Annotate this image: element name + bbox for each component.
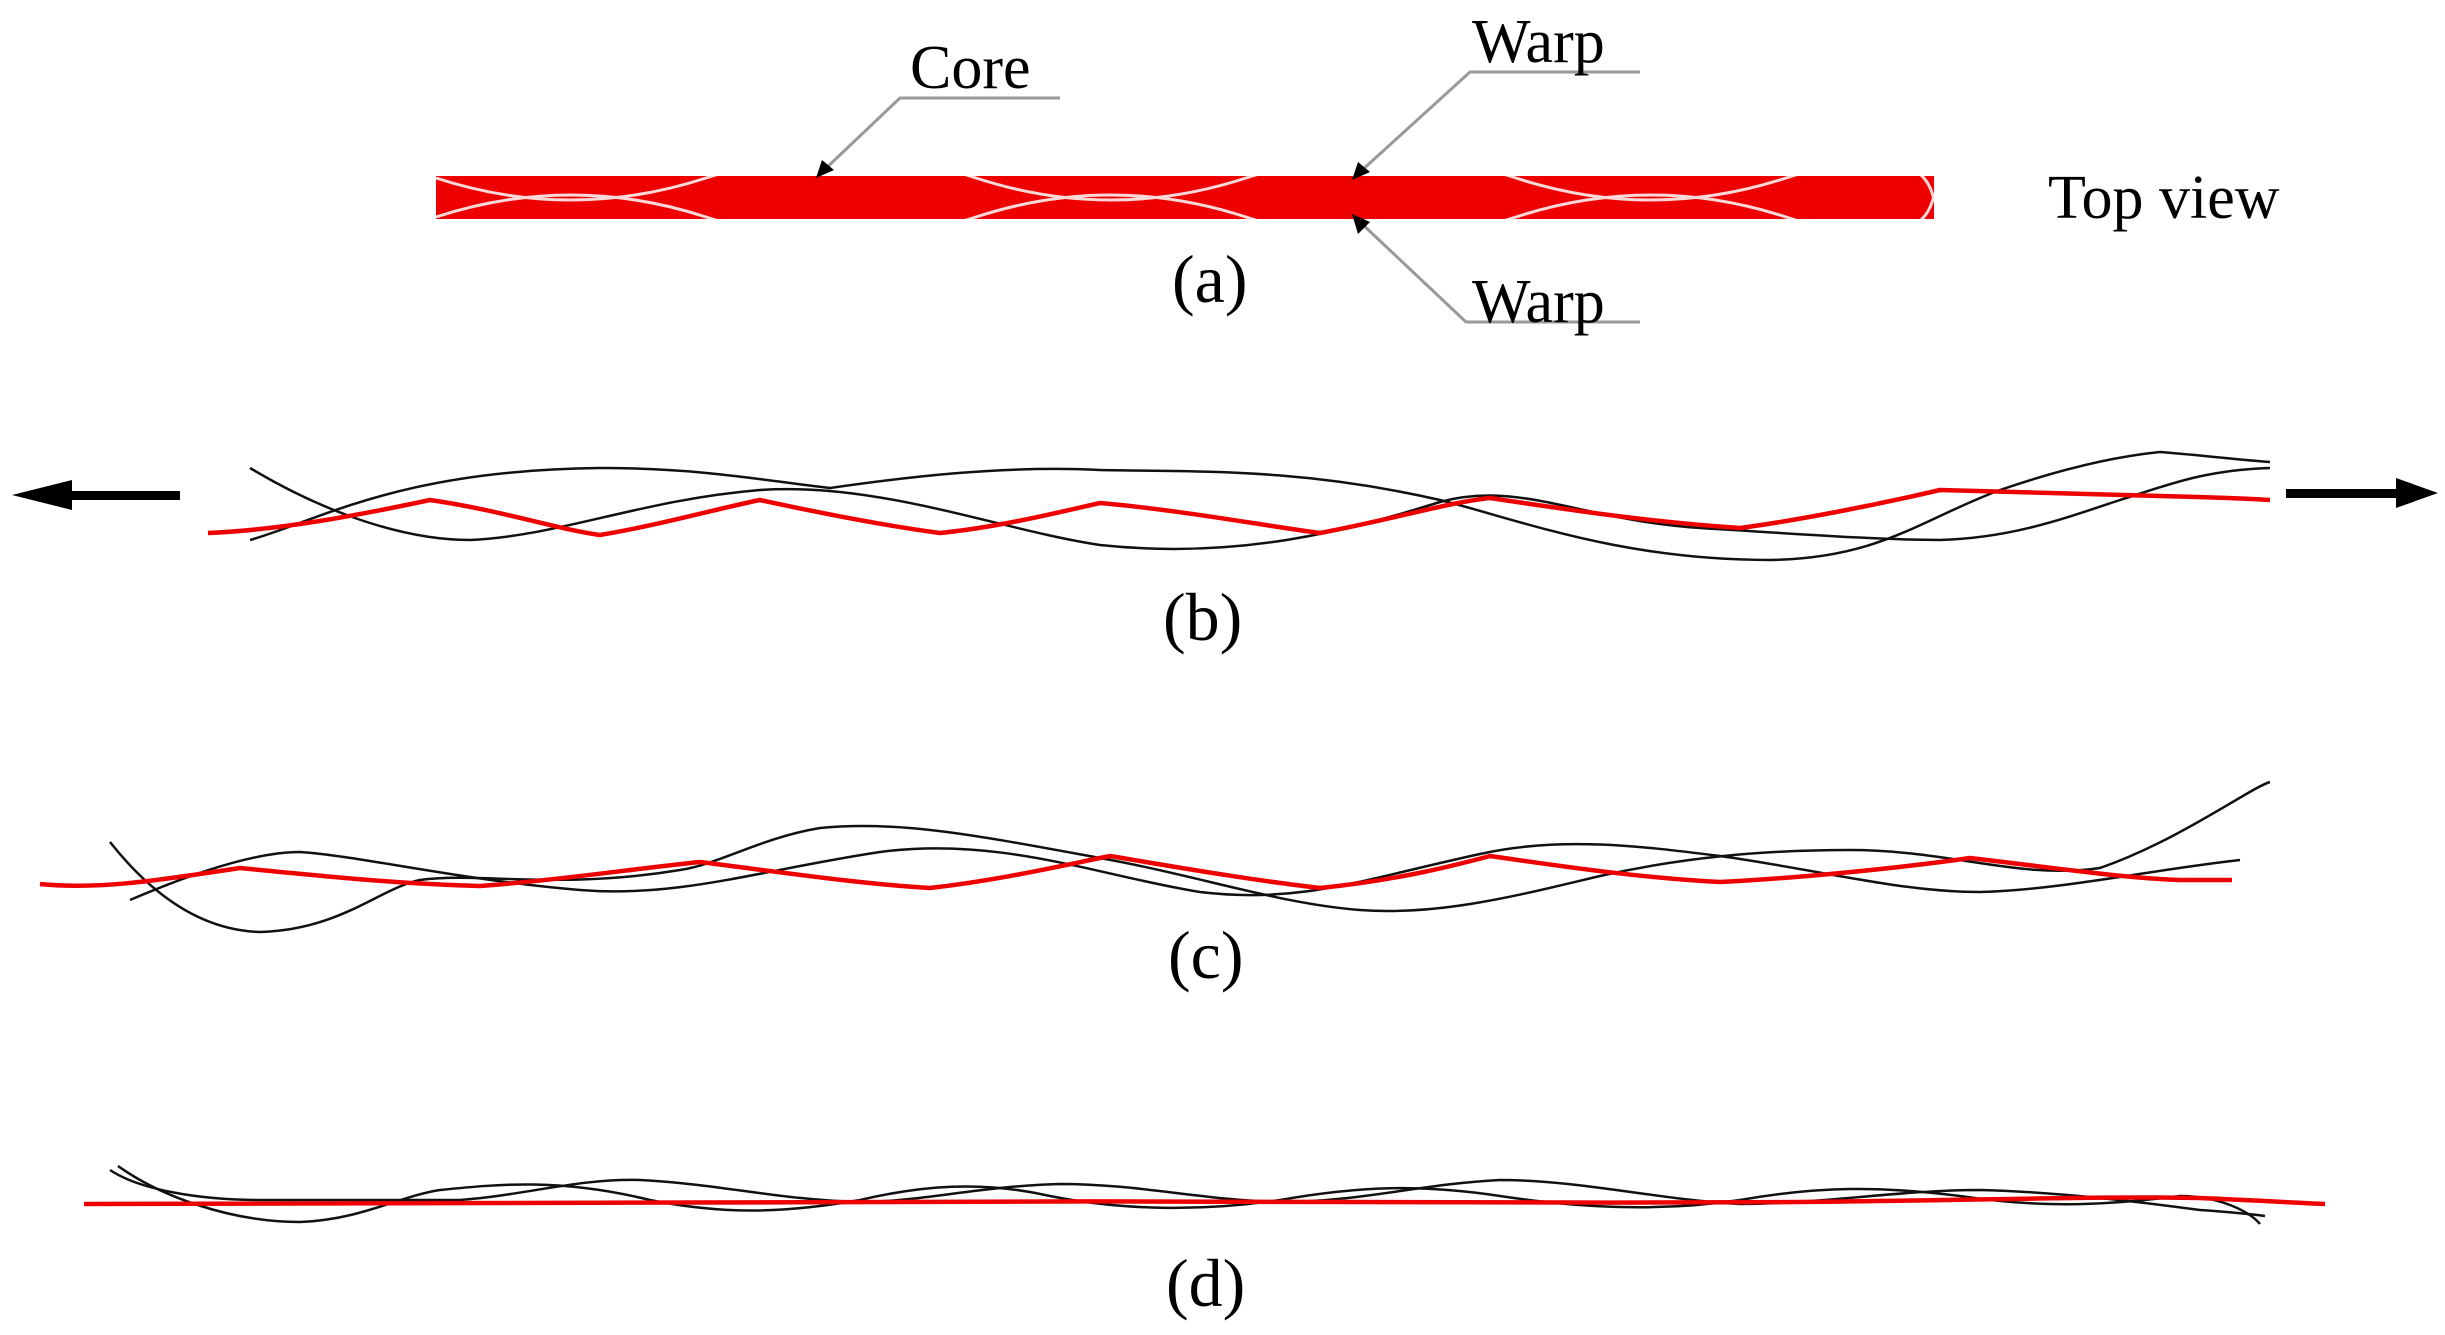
warp-wave-2	[435, 193, 1936, 241]
panel-d: (d)	[83, 1164, 2326, 1321]
warp-top-label: Warp	[1472, 8, 1605, 76]
right-arrow-icon	[2396, 478, 2438, 508]
warp-top-leader-line	[1358, 70, 1640, 174]
warp-top-arrowhead	[1352, 162, 1370, 180]
top-view-label: Top view	[2048, 164, 2280, 232]
panel-d-caption: (d)	[1166, 1245, 1245, 1321]
core-strip	[436, 176, 1934, 219]
panel-b: (b)	[12, 450, 2438, 655]
warp-bottom-leader-line	[1358, 220, 1640, 324]
panel-a: Core Warp Warp Top view (a)	[435, 8, 2280, 336]
panel-a-caption: (a)	[1172, 241, 1247, 317]
warp-wave-1	[435, 154, 1936, 202]
core-label: Core	[910, 34, 1031, 102]
left-arrow-icon	[12, 480, 72, 510]
panel-c: (c)	[39, 780, 2271, 993]
panel-b-caption: (b)	[1163, 579, 1242, 655]
core-yarn-c	[39, 853, 2232, 891]
warp-crossings-top-view	[435, 154, 1936, 241]
warp-yarn-5	[117, 1164, 2261, 1225]
core-yarn-d	[83, 1195, 2326, 1207]
warp-bottom-label: Warp	[1472, 268, 1605, 336]
core-leader-line	[820, 96, 1060, 174]
warp-yarn-1	[249, 466, 2271, 551]
warp-yarn-3	[109, 780, 2271, 934]
warp-yarn-6	[109, 1168, 2266, 1218]
warp-yarn-2	[249, 450, 2271, 562]
panel-c-caption: (c)	[1168, 917, 1243, 993]
warp-bottom-arrowhead	[1352, 214, 1370, 234]
right-arrow-shaft	[2286, 489, 2402, 498]
left-arrow-shaft	[66, 491, 180, 500]
warp-yarn-4	[129, 842, 2241, 902]
core-yarn-b	[207, 487, 2271, 538]
core-arrowhead	[816, 160, 834, 178]
